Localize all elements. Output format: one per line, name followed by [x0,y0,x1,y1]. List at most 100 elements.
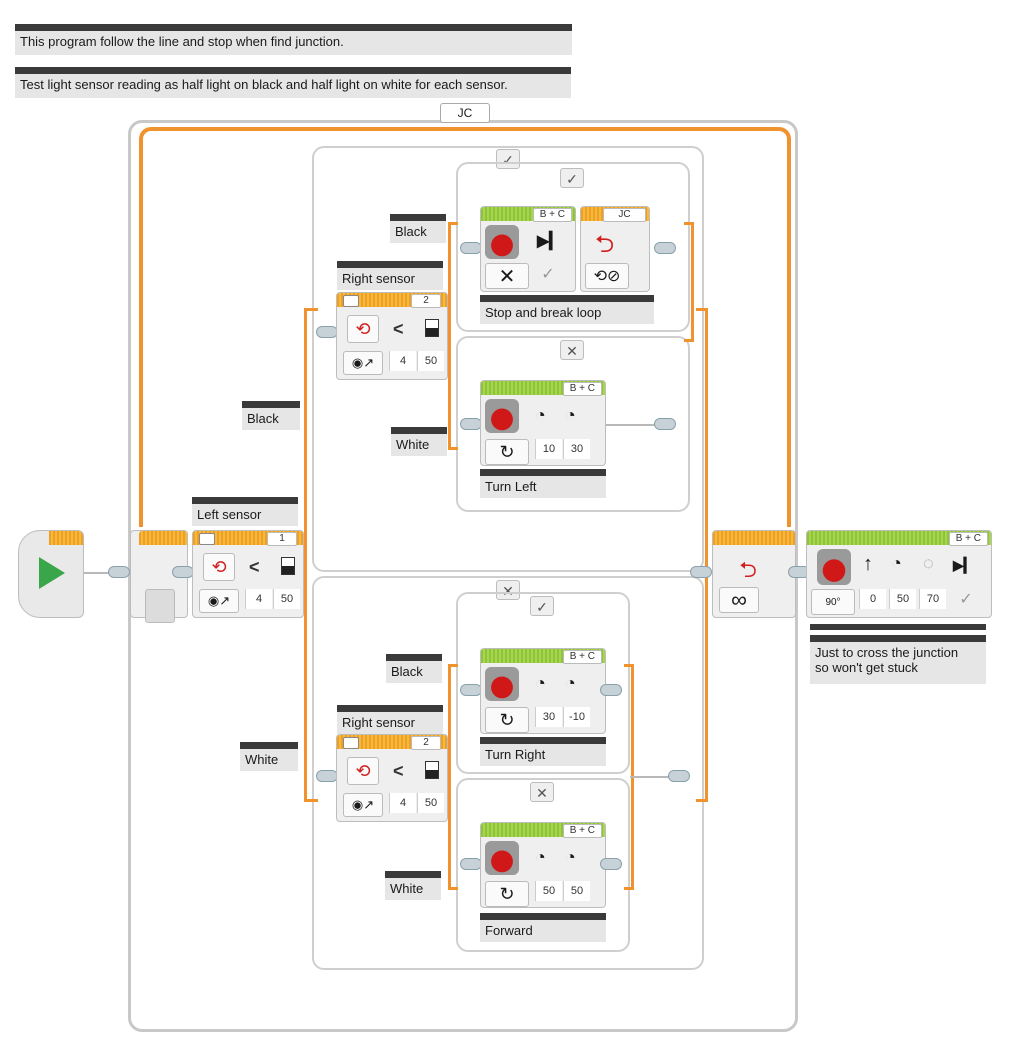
loop-name: JC [457,106,473,120]
comment-left-white[interactable]: White [240,742,298,771]
turn-left-move-block[interactable]: B + C ◔ ◔ ↻ 10 30 [480,380,606,466]
sensor-mode-selector[interactable]: ◉↗ [343,793,383,817]
wire-start [84,572,130,574]
comment-right-sensor-top[interactable]: Right sensor [337,261,443,290]
move-value-2[interactable]: 50 [563,881,590,901]
case-true-tab[interactable]: ✓ [496,149,520,169]
move-header [807,531,991,545]
comment-bottom-black[interactable]: Black [386,654,442,683]
switch-value-mode[interactable]: 4 [389,351,416,371]
case-true-tab[interactable]: ✓ [560,168,584,188]
stop-move-block[interactable]: B + C ▶▎ ✕ ✓ [480,206,576,292]
loop-end-block[interactable]: ⮌ ∞ [712,530,796,618]
comment-sensor-test[interactable]: Test light sensor reading as half light … [15,67,571,98]
move-mode-button[interactable]: ↻ [485,881,529,907]
comment-text: White [390,881,424,896]
right-top-false-case[interactable] [456,336,690,512]
comment-right-sensor-bottom[interactable]: Right sensor [337,705,443,734]
start-block[interactable] [18,530,84,618]
comment-cross-junction[interactable]: Just to cross the junction so won't get … [810,635,986,684]
right-top-orange-wire [448,222,458,450]
comment-turn-right[interactable]: Turn Right [480,737,606,766]
sensor-mode-selector[interactable]: ◉↗ [343,351,383,375]
switch-value-threshold[interactable]: 50 [273,589,300,609]
loop-start-block[interactable] [130,530,188,623]
switch-value-threshold[interactable]: 50 [417,351,444,371]
case-false-tab[interactable]: ✕ [496,580,520,600]
degrees-value[interactable]: 70 [919,589,946,609]
connector-pin [108,566,130,578]
right-bottom-false-case[interactable] [456,778,630,952]
right-top-true-case[interactable] [456,162,690,332]
motor-ports[interactable]: B + C [948,532,988,546]
sensor-mode-icon [199,533,215,545]
comment-top-white[interactable]: White [391,427,447,456]
sensor-mode-selector[interactable]: ◉↗ [199,589,239,613]
case-false-tab[interactable]: ✕ [530,782,554,802]
comment-left-black[interactable]: Black [242,401,300,430]
motor-ports[interactable]: B + C [562,824,602,838]
turn-right-move-block[interactable]: B + C ◔ ◔ ↻ 30 -10 [480,648,606,734]
move-value-2[interactable]: 30 [563,439,590,459]
motor-icon [485,841,519,875]
comment-bottom-white[interactable]: White [385,871,441,900]
sensor-port[interactable]: 2 [411,736,441,750]
switch-value-mode[interactable]: 4 [389,793,416,813]
brake-check-icon[interactable]: ✓ [541,266,555,283]
loop-name-tab[interactable]: JC [440,103,490,123]
stop-mode-button[interactable]: ✕ [485,263,529,289]
comment-stop-break[interactable]: Stop and break loop [480,295,654,324]
switch-value-threshold[interactable]: 50 [417,793,444,813]
move-value-1[interactable]: 30 [535,707,562,727]
move-value-1[interactable]: 10 [535,439,562,459]
rotation-degrees-icon: ◌ [923,553,934,573]
left-switch-bottom-case[interactable] [312,576,704,970]
comment-text: Right sensor [342,715,415,730]
motor-icon [817,549,851,585]
motor-icon [485,399,519,433]
move-mode-button[interactable]: ↻ [485,707,529,733]
steering-value[interactable]: 0 [859,589,886,609]
power-value[interactable]: 50 [889,589,916,609]
loop-interrupt-block[interactable]: JC ⮌ ⟲⊘ [580,206,650,292]
interrupt-mode-button[interactable]: ⟲⊘ [585,263,629,289]
final-move-steering-block[interactable]: B + C ↑ ◔ ◌ ▶▎ 90° 0 50 70 ✓ [806,530,992,618]
sensor-port[interactable]: 1 [267,532,297,546]
loop-start-header [139,531,187,545]
threshold-icon [425,761,439,779]
right-bottom-true-case[interactable] [456,592,630,774]
motor-ports[interactable]: B + C [532,208,572,222]
right-sensor-switch-bottom[interactable]: 2 ⟲ < ◉↗ 4 50 [336,734,448,822]
switch-value-mode[interactable]: 4 [245,589,272,609]
comment-left-sensor[interactable]: Left sensor [192,497,298,526]
comment-program-description[interactable]: This program follow the line and stop wh… [15,24,572,55]
comment-forward[interactable]: Forward [480,913,606,942]
motor-ports[interactable]: B + C [562,382,602,396]
sensor-port[interactable]: 2 [411,294,441,308]
motor-ports[interactable]: B + C [562,650,602,664]
connector-pin [172,566,194,578]
left-switch-orange-wire-right [696,308,708,802]
right-sensor-switch-top[interactable]: 2 ⟲ < ◉↗ 4 50 [336,292,448,380]
connector-pin [668,770,690,782]
loop-interrupt-icon: ⮌ [595,231,615,258]
case-true-tab[interactable]: ✓ [530,596,554,616]
forward-move-block[interactable]: B + C ◔ ◔ ↻ 50 50 [480,822,606,908]
loop-mode-button[interactable]: ∞ [719,587,759,613]
comment-top-black[interactable]: Black [390,214,446,243]
comment-text: Turn Left [485,479,537,494]
color-sensor-icon: ⟲ [347,757,379,785]
brake-check-icon[interactable]: ✓ [959,591,973,608]
interrupt-loop-name[interactable]: JC [603,208,646,222]
move-mode-button[interactable]: 90° [811,589,855,615]
move-mode-button[interactable]: ↻ [485,439,529,465]
comment-text: White [396,437,430,452]
move-value-2[interactable]: -10 [563,707,590,727]
comment-turn-left[interactable]: Turn Left [480,469,606,498]
connector-pin [654,418,676,430]
move-value-1[interactable]: 50 [535,881,562,901]
left-switch-top-case[interactable] [312,146,704,572]
case-false-tab[interactable]: ✕ [560,340,584,360]
left-sensor-switch[interactable]: 1 ⟲ < ◉↗ 4 50 [192,530,304,618]
connector-pin [600,858,622,870]
